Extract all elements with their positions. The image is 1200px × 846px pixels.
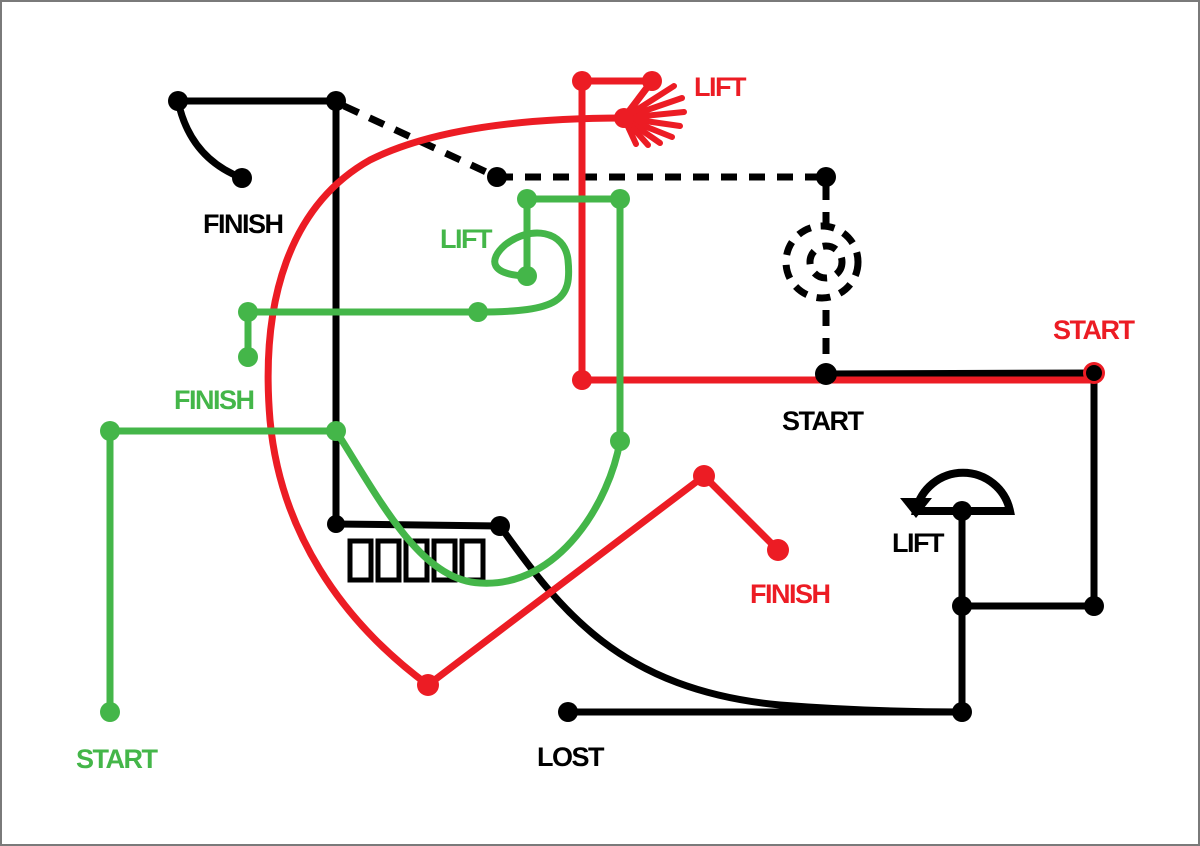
node [238,347,258,367]
red-finish-label: FINISH [750,579,830,609]
node [642,71,662,91]
black-finish-label: FINISH [203,209,283,239]
node [168,91,188,111]
node [610,431,630,451]
node [572,370,592,390]
red-start-label: START [1053,315,1135,345]
black-lost-label: LOST [537,742,605,772]
black-finish-hook [174,97,246,182]
node [238,302,258,322]
green-lift-loop [474,229,573,316]
node [517,189,537,209]
node [815,363,837,385]
black-route [174,97,1098,716]
black-nodes [168,91,1104,722]
black-start-bar [822,369,1098,378]
green-finish-bar [244,308,482,361]
dashed-spiral-icon [782,222,862,302]
green-lift-label: LIFT [440,224,493,254]
green-start-label: START [76,744,158,774]
node [326,91,346,111]
node [100,421,120,441]
node [816,167,836,187]
red-nodes [417,71,789,696]
node [614,108,634,128]
red-lift-label: LIFT [694,72,747,102]
node [327,515,345,533]
node [517,266,537,286]
green-nodes [100,189,630,722]
node [326,421,346,441]
labels: FINISH START LIFT LOST LIFT START FINISH… [76,72,1137,774]
red-lift-loop [578,77,656,384]
black-box-bar [332,520,504,530]
node [767,539,789,561]
node [558,702,578,722]
node [952,501,972,521]
black-lift-label: LIFT [892,528,945,558]
node [490,516,510,536]
black-start-node-inner [1086,365,1102,381]
node [417,674,439,696]
red-route [264,77,1098,689]
red-big-loop [264,114,628,689]
node [572,71,592,91]
node [952,596,972,616]
node [487,167,507,187]
node [468,302,488,322]
node [1084,596,1104,616]
node [100,702,120,722]
green-finish-label: FINISH [174,385,254,415]
green-route [106,195,624,716]
black-start-label: START [782,406,864,436]
node [232,168,252,188]
black-right-link [958,369,1098,610]
green-box-curve [332,427,624,587]
rotate-arrow-lift-icon [900,468,1015,518]
node [952,702,972,722]
node [693,465,715,487]
node [610,189,630,209]
